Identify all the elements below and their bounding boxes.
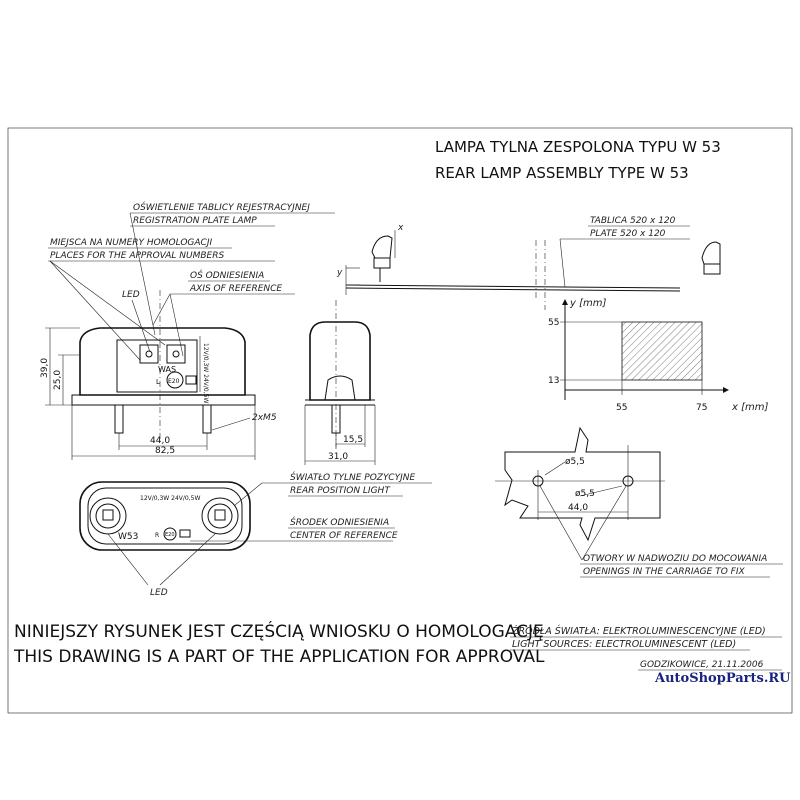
- callout-plate-pl: TABLICA 520 x 120: [590, 216, 676, 226]
- leader-line: [129, 212, 156, 336]
- callout-rear-position-en: REAR POSITION LIGHT: [290, 486, 391, 496]
- leader-line: [131, 299, 151, 353]
- callout-center-en: CENTER OF REFERENCE: [290, 531, 398, 541]
- callout-center-pl: ŚRODEK ODNIESIENIA: [290, 516, 389, 528]
- dim-39: 39,0: [40, 358, 50, 378]
- leader-line: [152, 293, 171, 326]
- callout-axis-pl: OŚ ODNIESIENIA: [190, 269, 264, 281]
- mark-w53: W53: [118, 532, 138, 542]
- graph-x-tick-75: 75: [696, 403, 707, 413]
- light-sources-en: LIGHT SOURCES: ELECTROLUMINESCENT (LED): [512, 639, 736, 650]
- axis-label-y: y: [336, 268, 343, 278]
- statement-en: THIS DRAWING IS A PART OF THE APPLICATIO…: [13, 647, 545, 667]
- light-sources-pl: ŹRÓDŁA ŚWIATŁA: ELEKTROLUMINESCENCYJNE (…: [511, 625, 766, 637]
- axis-label-x: x: [397, 223, 404, 233]
- callout-plate-en: PLATE 520 x 120: [590, 229, 666, 239]
- title-line-pl: LAMPA TYLNA ZESPOLONA TYPU W 53: [435, 138, 721, 156]
- vehicle-profile-sketch: [345, 230, 721, 310]
- mark-rating-front: 12V/0,3W 24V/0,5W: [140, 495, 200, 502]
- lamp-front-view: [79, 481, 251, 551]
- visibility-graph: [560, 299, 729, 400]
- callout-approval-places-pl: MIEJSCA NA NUMERY HOMOLOGACJI: [50, 238, 212, 248]
- mounting-holes-detail: [495, 426, 665, 542]
- leader-line: [49, 260, 166, 346]
- callout-led-top: LED: [122, 290, 140, 300]
- graph-x-tick-55: 55: [616, 403, 627, 413]
- callout-plate-lamp-en: REGISTRATION PLATE LAMP: [133, 216, 257, 226]
- dim-44: 44,0: [150, 436, 170, 446]
- callout-holes-en: OPENINGS IN THE CARRIAGE TO FIX: [583, 567, 745, 577]
- callout-axis-en: AXIS OF REFERENCE: [189, 284, 282, 294]
- leader-line: [169, 293, 184, 357]
- place-date: GODZIKOWICE, 21.11.2006: [640, 660, 764, 670]
- mark-r: R: [155, 532, 159, 539]
- dim-15-5: 15,5: [343, 435, 363, 445]
- callout-rear-position-pl: ŚWIATŁO TYLNE POZYCYJNE: [290, 471, 415, 483]
- dim-25: 25,0: [53, 370, 63, 390]
- lamp-end-view: [305, 300, 375, 450]
- mark-e20-front: E20: [165, 532, 175, 538]
- visibility-zone-hatch: [621, 321, 703, 381]
- callout-led-bottom: LED: [150, 588, 168, 598]
- callout-holes-pl: OTWORY W NADWOZIU DO MOCOWANIA: [583, 554, 767, 564]
- mark-e20-top: E20: [168, 378, 180, 385]
- mark-l: L: [156, 378, 160, 386]
- callout-approval-places-en: PLACES FOR THE APPROVAL NUMBERS: [50, 251, 224, 261]
- statement-pl: NINIEJSZY RYSUNEK JEST CZĘŚCIĄ WNIOSKU O…: [14, 620, 544, 642]
- drawing-frame: [7, 127, 793, 714]
- graph-y-tick-13: 13: [548, 376, 559, 386]
- mark-rating-vertical: 12V/0,3W 24V/0,5W: [202, 343, 209, 403]
- dim-m5: 2xM5: [252, 413, 277, 423]
- graph-y-label: y [mm]: [569, 298, 606, 309]
- dim-31: 31,0: [328, 452, 348, 462]
- title-line-en: REAR LAMP ASSEMBLY TYPE W 53: [435, 164, 689, 182]
- graph-x-label: x [mm]: [731, 402, 768, 413]
- watermark-logo: AutoShopParts.RU: [654, 671, 791, 686]
- hole-pitch: 44,0: [568, 503, 588, 513]
- mark-was: WAS: [158, 365, 176, 374]
- hole-diameter-1: ø5,5: [565, 457, 585, 467]
- graph-y-tick-55: 55: [548, 318, 559, 328]
- callout-plate-lamp-pl: OŚWIETLENIE TABLICY REJESTRACYJNEJ: [133, 201, 310, 213]
- leader-line: [49, 260, 141, 361]
- hole-diameter-2: ø5,5: [575, 489, 595, 499]
- dim-82: 82,5: [155, 446, 175, 456]
